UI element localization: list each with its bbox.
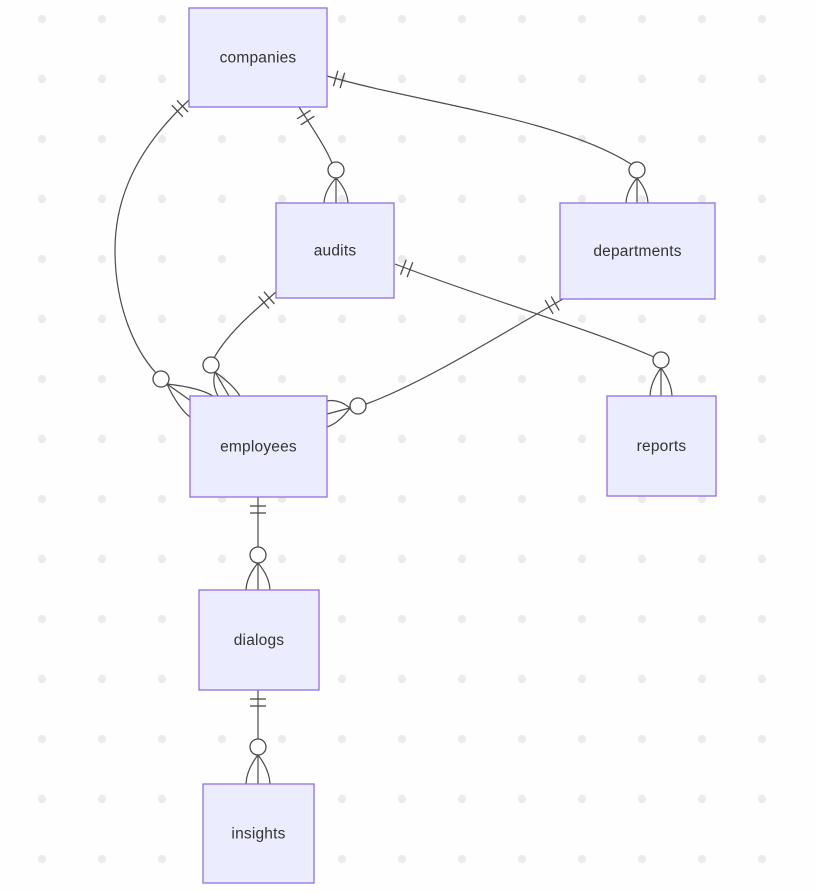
entity-audits[interactable]: audits bbox=[275, 202, 395, 299]
entity-box bbox=[188, 7, 328, 108]
zero-circle-icon bbox=[152, 370, 170, 388]
entity-box bbox=[189, 395, 328, 498]
zero-or-many-marker bbox=[625, 161, 649, 204]
entity-box bbox=[202, 783, 315, 884]
relationship-employees-dialogs bbox=[245, 497, 271, 591]
zero-or-many-marker bbox=[323, 161, 349, 204]
entity-box bbox=[198, 589, 320, 691]
entity-label-insights: insights bbox=[231, 826, 285, 843]
relationship-dialogs-insights bbox=[245, 690, 271, 785]
zero-circle-icon bbox=[628, 161, 646, 179]
relationship-line bbox=[394, 263, 655, 358]
zero-or-many-marker bbox=[326, 397, 367, 428]
relationship-line bbox=[114, 99, 190, 374]
zero-or-many-marker bbox=[649, 351, 673, 397]
one-cardinality-marker bbox=[171, 99, 189, 118]
one-cardinality-marker bbox=[258, 291, 275, 309]
one-cardinality-marker bbox=[544, 296, 560, 315]
entity-label-dialogs: dialogs bbox=[234, 632, 285, 649]
entity-box bbox=[275, 202, 395, 299]
zero-circle-icon bbox=[327, 161, 345, 179]
zero-or-many-marker bbox=[245, 546, 271, 591]
one-cardinality-marker bbox=[250, 505, 266, 514]
zero-circle-icon bbox=[249, 546, 267, 564]
zero-or-many-marker bbox=[202, 356, 241, 397]
entity-reports[interactable]: reports bbox=[606, 395, 717, 497]
one-cardinality-marker bbox=[332, 70, 346, 89]
one-cardinality-marker bbox=[296, 109, 315, 126]
relationship-companies-audits bbox=[296, 106, 349, 204]
relationship-line bbox=[326, 75, 632, 165]
relationship-companies-departments bbox=[326, 70, 649, 204]
entity-insights[interactable]: insights bbox=[202, 783, 315, 884]
zero-or-many-marker bbox=[245, 738, 271, 785]
entity-label-departments: departments bbox=[593, 243, 681, 260]
relationship-line bbox=[213, 291, 277, 359]
one-cardinality-marker bbox=[399, 259, 414, 278]
zero-circle-icon bbox=[652, 351, 670, 369]
zero-circle-icon bbox=[202, 356, 220, 374]
entity-box bbox=[559, 202, 716, 300]
entity-departments[interactable]: departments bbox=[559, 202, 716, 300]
relationship-audits-reports bbox=[394, 259, 673, 397]
entity-box bbox=[606, 395, 717, 497]
entity-companies[interactable]: companies bbox=[188, 7, 328, 108]
entity-label-reports: reports bbox=[637, 438, 687, 455]
entity-employees[interactable]: employees bbox=[189, 395, 328, 498]
entity-label-employees: employees bbox=[220, 439, 297, 456]
relationship-companies-employees bbox=[114, 99, 214, 418]
zero-circle-icon bbox=[349, 397, 367, 415]
one-cardinality-marker bbox=[250, 698, 266, 707]
entity-label-audits: audits bbox=[314, 243, 357, 260]
entity-label-companies: companies bbox=[220, 50, 297, 67]
relationship-line bbox=[365, 298, 564, 405]
relationship-departments-employees bbox=[326, 296, 564, 428]
entity-dialogs[interactable]: dialogs bbox=[198, 589, 320, 691]
zero-or-many-marker bbox=[152, 370, 214, 418]
zero-circle-icon bbox=[249, 738, 267, 756]
relationship-line bbox=[298, 106, 333, 164]
relationship-audits-employees bbox=[202, 291, 277, 397]
